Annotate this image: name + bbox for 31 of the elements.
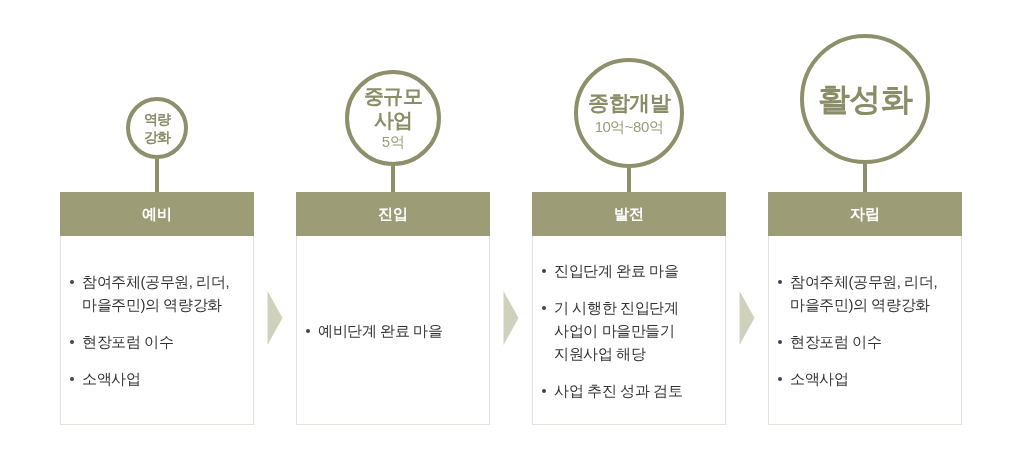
stage-card <box>60 192 254 425</box>
chevron-arrow <box>267 291 283 345</box>
circle-title: 역량 강화 <box>142 110 172 146</box>
stem-line <box>863 164 867 192</box>
bullet-item: 참여주체(공무원, 리더, 마을주민)의 역량강화 <box>69 270 248 316</box>
bullet-item: 현장포럼 이수 <box>777 330 956 353</box>
bullet-item: 소액사업 <box>69 367 248 390</box>
header-band: 진입 <box>296 192 490 236</box>
amount-label: 10억~80억 <box>594 117 664 137</box>
bullet-item: 예비단계 완료 마을 <box>305 318 484 342</box>
circle-title: 중규모 사업 <box>362 84 424 132</box>
amount-label: 5억 <box>381 132 405 152</box>
chevron-arrow <box>739 291 755 345</box>
header-band: 발전 <box>532 192 726 236</box>
stage-card <box>532 192 726 425</box>
bullet-item: 기 시행한 진입단계 사업이 마을만들기 지원사업 해당 <box>541 295 720 365</box>
bullet-item: 현장포럼 이수 <box>69 330 248 353</box>
header-band: 예비 <box>60 192 254 236</box>
circle-title: 종합개발 <box>588 90 670 116</box>
stage-card <box>768 192 962 425</box>
stage-card <box>296 192 490 425</box>
bullet-item: 진입단계 완료 마을 <box>541 258 720 282</box>
bullet-item: 소액사업 <box>777 367 956 390</box>
stem-line <box>627 168 631 192</box>
stem-line <box>155 159 159 192</box>
stem-line <box>391 166 395 192</box>
bullet-item: 사업 추진 성과 검토 <box>541 378 720 402</box>
header-band: 자립 <box>768 192 962 236</box>
bullet-item: 참여주체(공무원, 리더, 마을주민)의 역량강화 <box>777 270 956 316</box>
chevron-arrow <box>503 291 519 345</box>
circle-title: 활성화 <box>817 80 913 118</box>
